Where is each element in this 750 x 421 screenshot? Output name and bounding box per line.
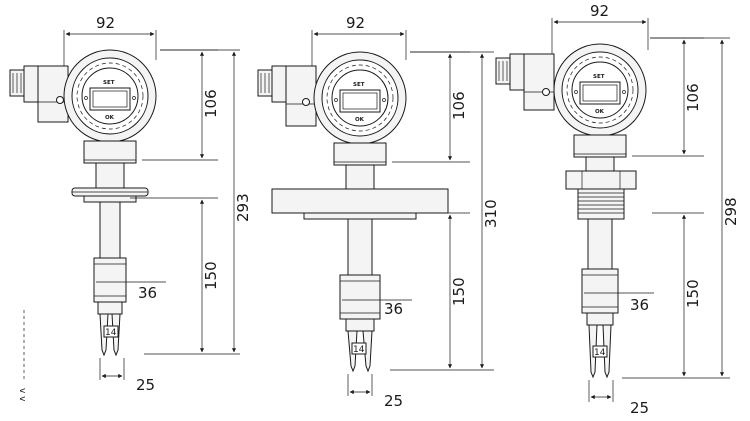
dim-tube-3: 36: [584, 292, 654, 314]
svg-text:92: 92: [590, 2, 609, 20]
svg-text:14: 14: [105, 328, 117, 338]
svg-text:36: 36: [384, 300, 403, 318]
ok-label: OK: [105, 115, 115, 121]
ok-label: OK: [595, 109, 605, 115]
dim-total-2: 310: [390, 51, 500, 371]
svg-text:36: 36: [630, 296, 649, 314]
cable-gland-left: [257, 65, 287, 103]
dim-probe-3: 150: [652, 212, 704, 377]
svg-text:150: 150: [450, 277, 468, 306]
drawing-2-flange-version: SET OK 92 106: [257, 14, 500, 410]
svg-text:293: 293: [234, 193, 252, 222]
dim-width-1: 92: [63, 14, 157, 66]
dim-housing-3: 106: [632, 37, 704, 157]
dim-probe-1: 150: [130, 197, 220, 353]
svg-text:14: 14: [594, 348, 606, 358]
svg-text:25: 25: [136, 376, 155, 394]
svg-text:298: 298: [722, 197, 740, 226]
dim-total-3: 298: [622, 37, 740, 379]
dim-probe-2: 150: [447, 212, 470, 369]
dim-width-3: 92: [551, 2, 649, 54]
cable-gland-left: [9, 65, 39, 103]
svg-text:36: 36: [138, 284, 157, 302]
svg-text:14: 14: [353, 345, 365, 355]
housing-head: SET OK: [63, 49, 157, 143]
svg-text:25: 25: [384, 392, 403, 410]
ok-label: OK: [355, 117, 365, 123]
edge-mark: v v: [17, 310, 27, 402]
dim-tine-3: 14: [592, 345, 608, 358]
svg-text:25: 25: [630, 399, 649, 417]
dim-total-1: 293: [144, 49, 252, 355]
svg-text:310: 310: [482, 199, 500, 228]
dim-fork-1: 25: [99, 358, 155, 394]
set-label: SET: [103, 80, 115, 86]
set-label: SET: [593, 74, 605, 80]
housing-head: SET OK: [553, 43, 647, 137]
dim-tine-1: 14: [103, 325, 119, 338]
svg-text:92: 92: [346, 14, 365, 32]
svg-text:106: 106: [202, 89, 220, 118]
dim-width-2: 92: [311, 14, 407, 66]
svg-text:v v: v v: [17, 388, 27, 402]
thread-section: [577, 188, 625, 220]
drawing-3-threaded-version: SET OK: [495, 2, 740, 417]
svg-text:106: 106: [684, 83, 702, 112]
dim-tube-1: 36: [96, 281, 166, 302]
housing-head: SET OK: [313, 51, 407, 145]
dim-tine-2: 14: [351, 342, 367, 355]
svg-text:92: 92: [96, 14, 115, 32]
dim-tube-2: 36: [342, 299, 412, 318]
dim-fork-2: 25: [347, 374, 403, 410]
drawing-1-clamp-version: SET OK 92: [9, 14, 252, 394]
svg-text:150: 150: [684, 279, 702, 308]
svg-text:150: 150: [202, 261, 220, 290]
cable-gland-left: [495, 53, 525, 91]
svg-text:106: 106: [450, 91, 468, 120]
dim-fork-3: 25: [588, 380, 649, 417]
set-label: SET: [353, 82, 365, 88]
